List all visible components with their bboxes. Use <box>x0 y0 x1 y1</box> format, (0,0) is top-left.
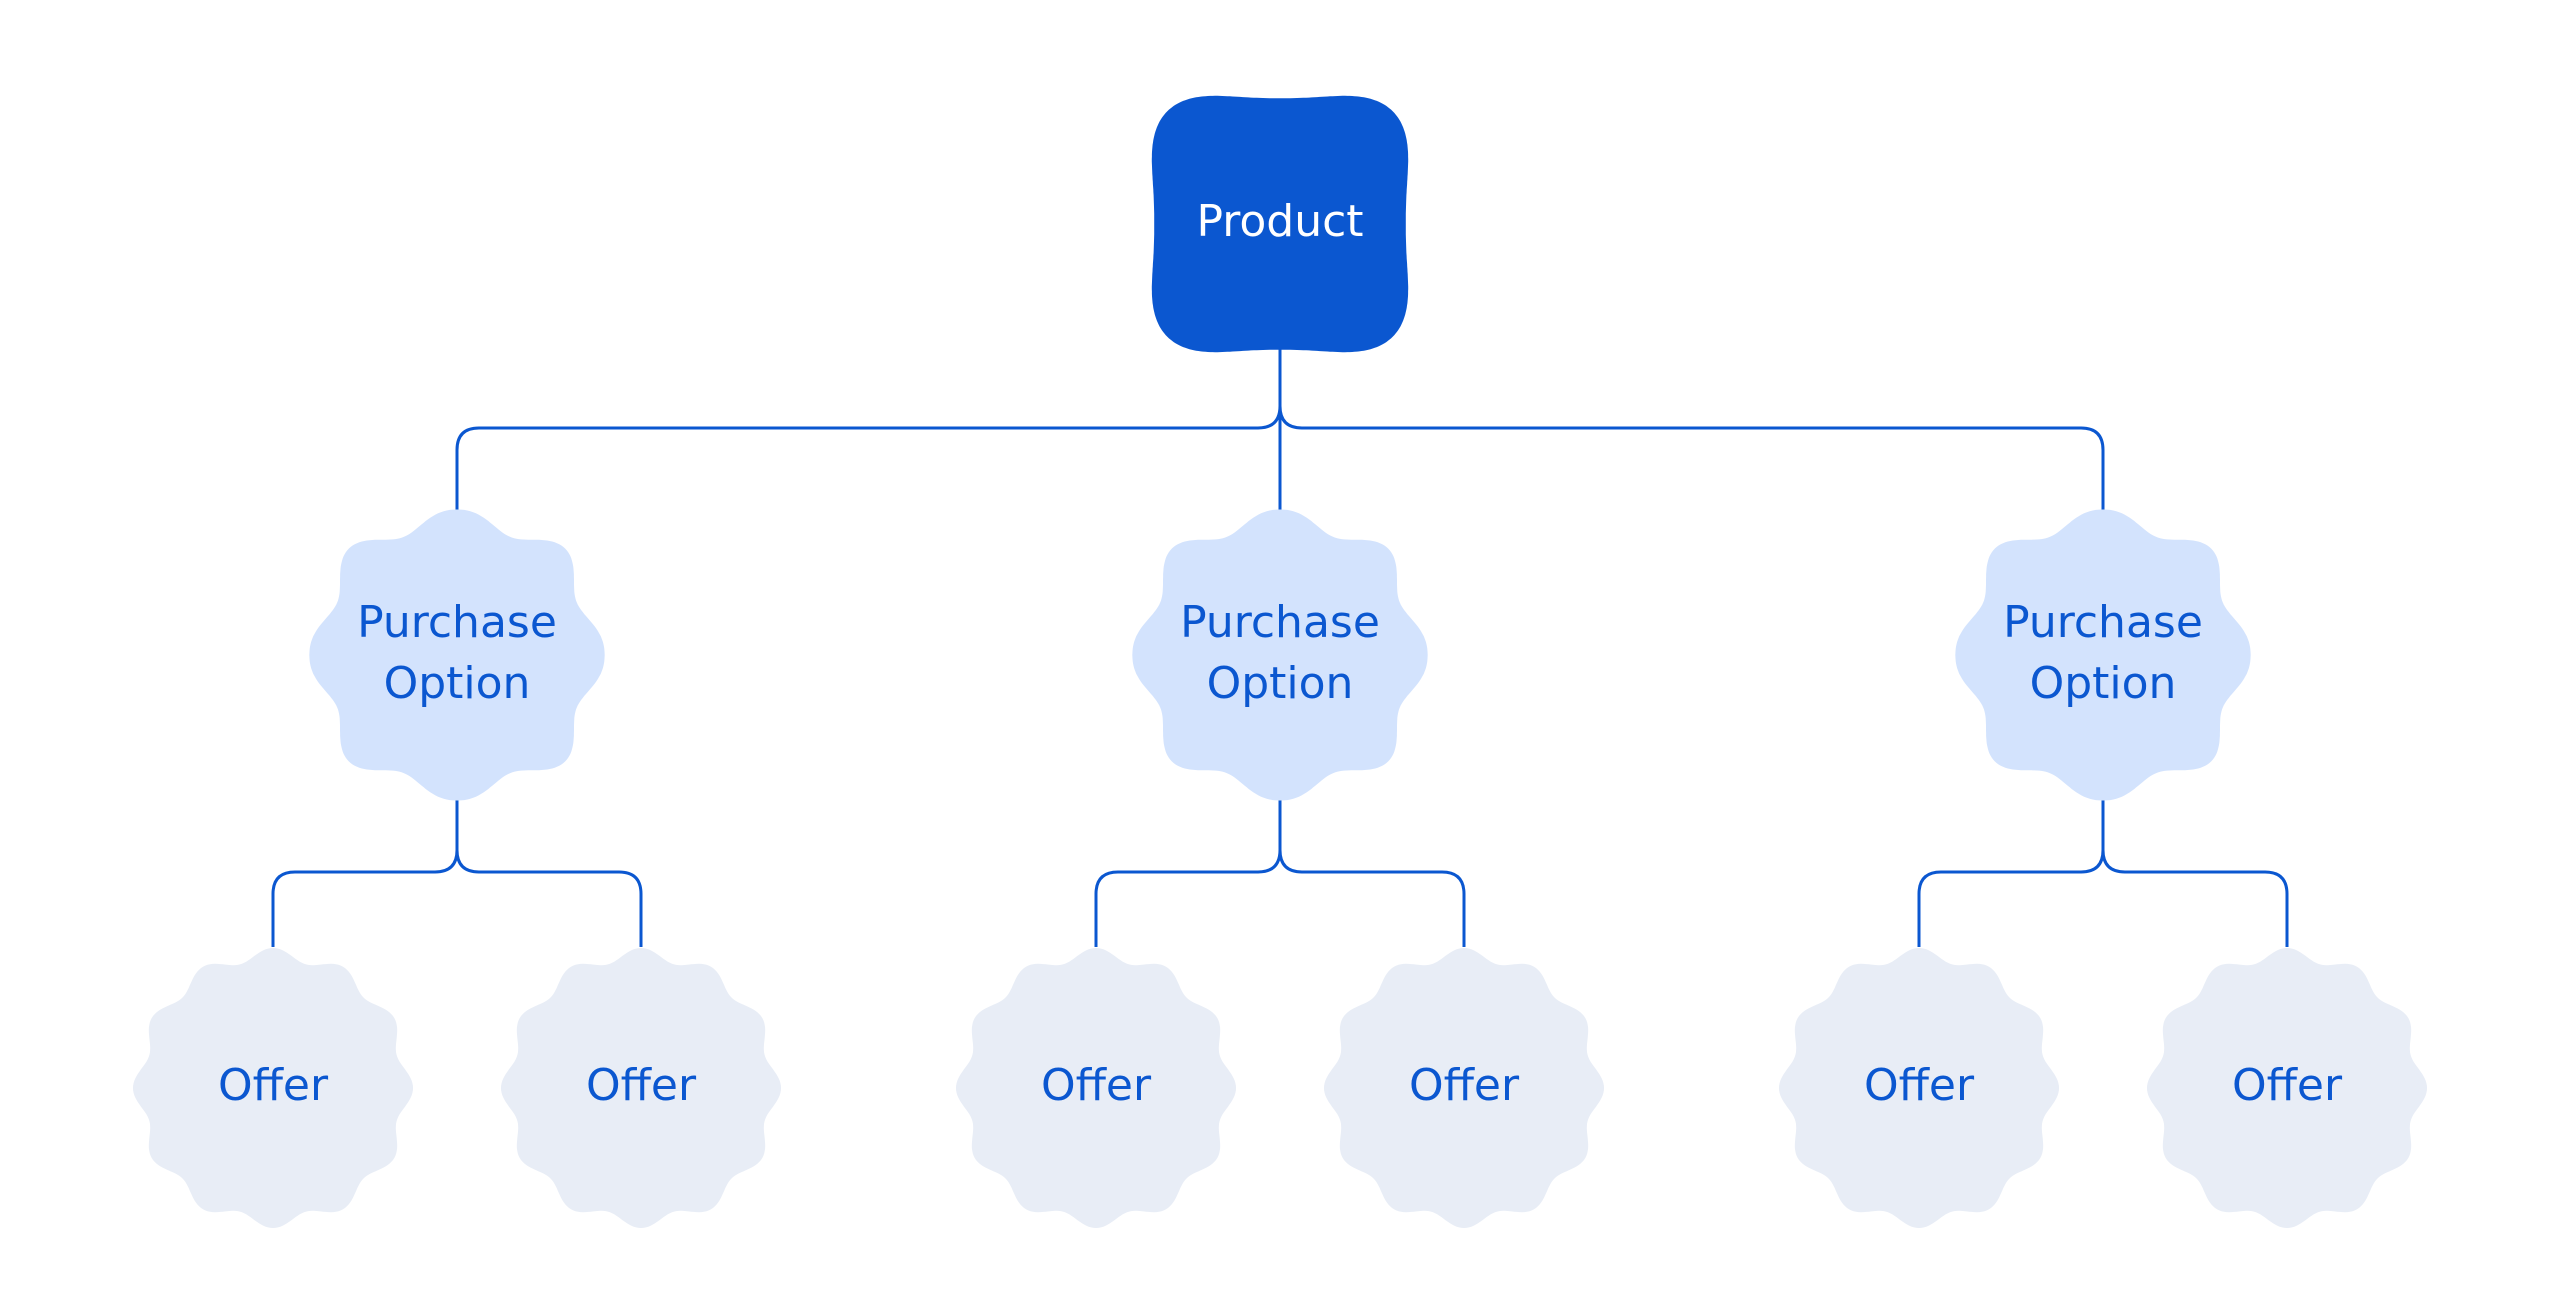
connector-line <box>1278 405 2105 516</box>
connector-line <box>2101 849 2289 947</box>
offer-label: Offer <box>1041 1060 1152 1111</box>
offer-label: Offer <box>2232 1060 2343 1111</box>
purchase-option-label: Option <box>1207 658 1354 709</box>
product-shape <box>1151 95 1409 353</box>
product-node: Product <box>1151 95 1409 353</box>
offer-label: Offer <box>1409 1060 1520 1111</box>
offer-label: Offer <box>218 1060 329 1111</box>
offer-node: Offer <box>133 948 413 1228</box>
connector-line <box>1917 795 2105 947</box>
offer-shape <box>133 948 413 1228</box>
offer-node: Offer <box>956 948 1236 1228</box>
offer-shape <box>501 948 781 1228</box>
connector-line <box>1278 849 1466 947</box>
connector-line <box>455 405 1282 516</box>
offer-label: Offer <box>1864 1060 1975 1111</box>
offer-shape <box>2147 948 2427 1228</box>
offer-shape <box>1324 948 1604 1228</box>
purchase-option-shape <box>1955 509 2251 801</box>
purchase-option-shape <box>309 509 605 801</box>
purchase-option-label: Option <box>384 658 531 709</box>
offer-node: Offer <box>1324 948 1604 1228</box>
purchase-option-label: Purchase <box>357 597 557 648</box>
offer-node: Offer <box>501 948 781 1228</box>
offer-shape <box>956 948 1236 1228</box>
purchase-option-label: Purchase <box>1180 597 1380 648</box>
purchase-option-label: Purchase <box>2003 597 2203 648</box>
purchase-option-label: Option <box>2030 658 2177 709</box>
connector-line <box>271 795 459 947</box>
offer-node: Offer <box>1779 948 2059 1228</box>
purchase-option-shape <box>1132 509 1428 801</box>
offer-shape <box>1779 948 2059 1228</box>
product-label: Product <box>1196 196 1363 247</box>
offer-label: Offer <box>586 1060 697 1111</box>
connector-line <box>1094 795 1282 947</box>
connector-line <box>455 849 643 947</box>
offer-node: Offer <box>2147 948 2427 1228</box>
